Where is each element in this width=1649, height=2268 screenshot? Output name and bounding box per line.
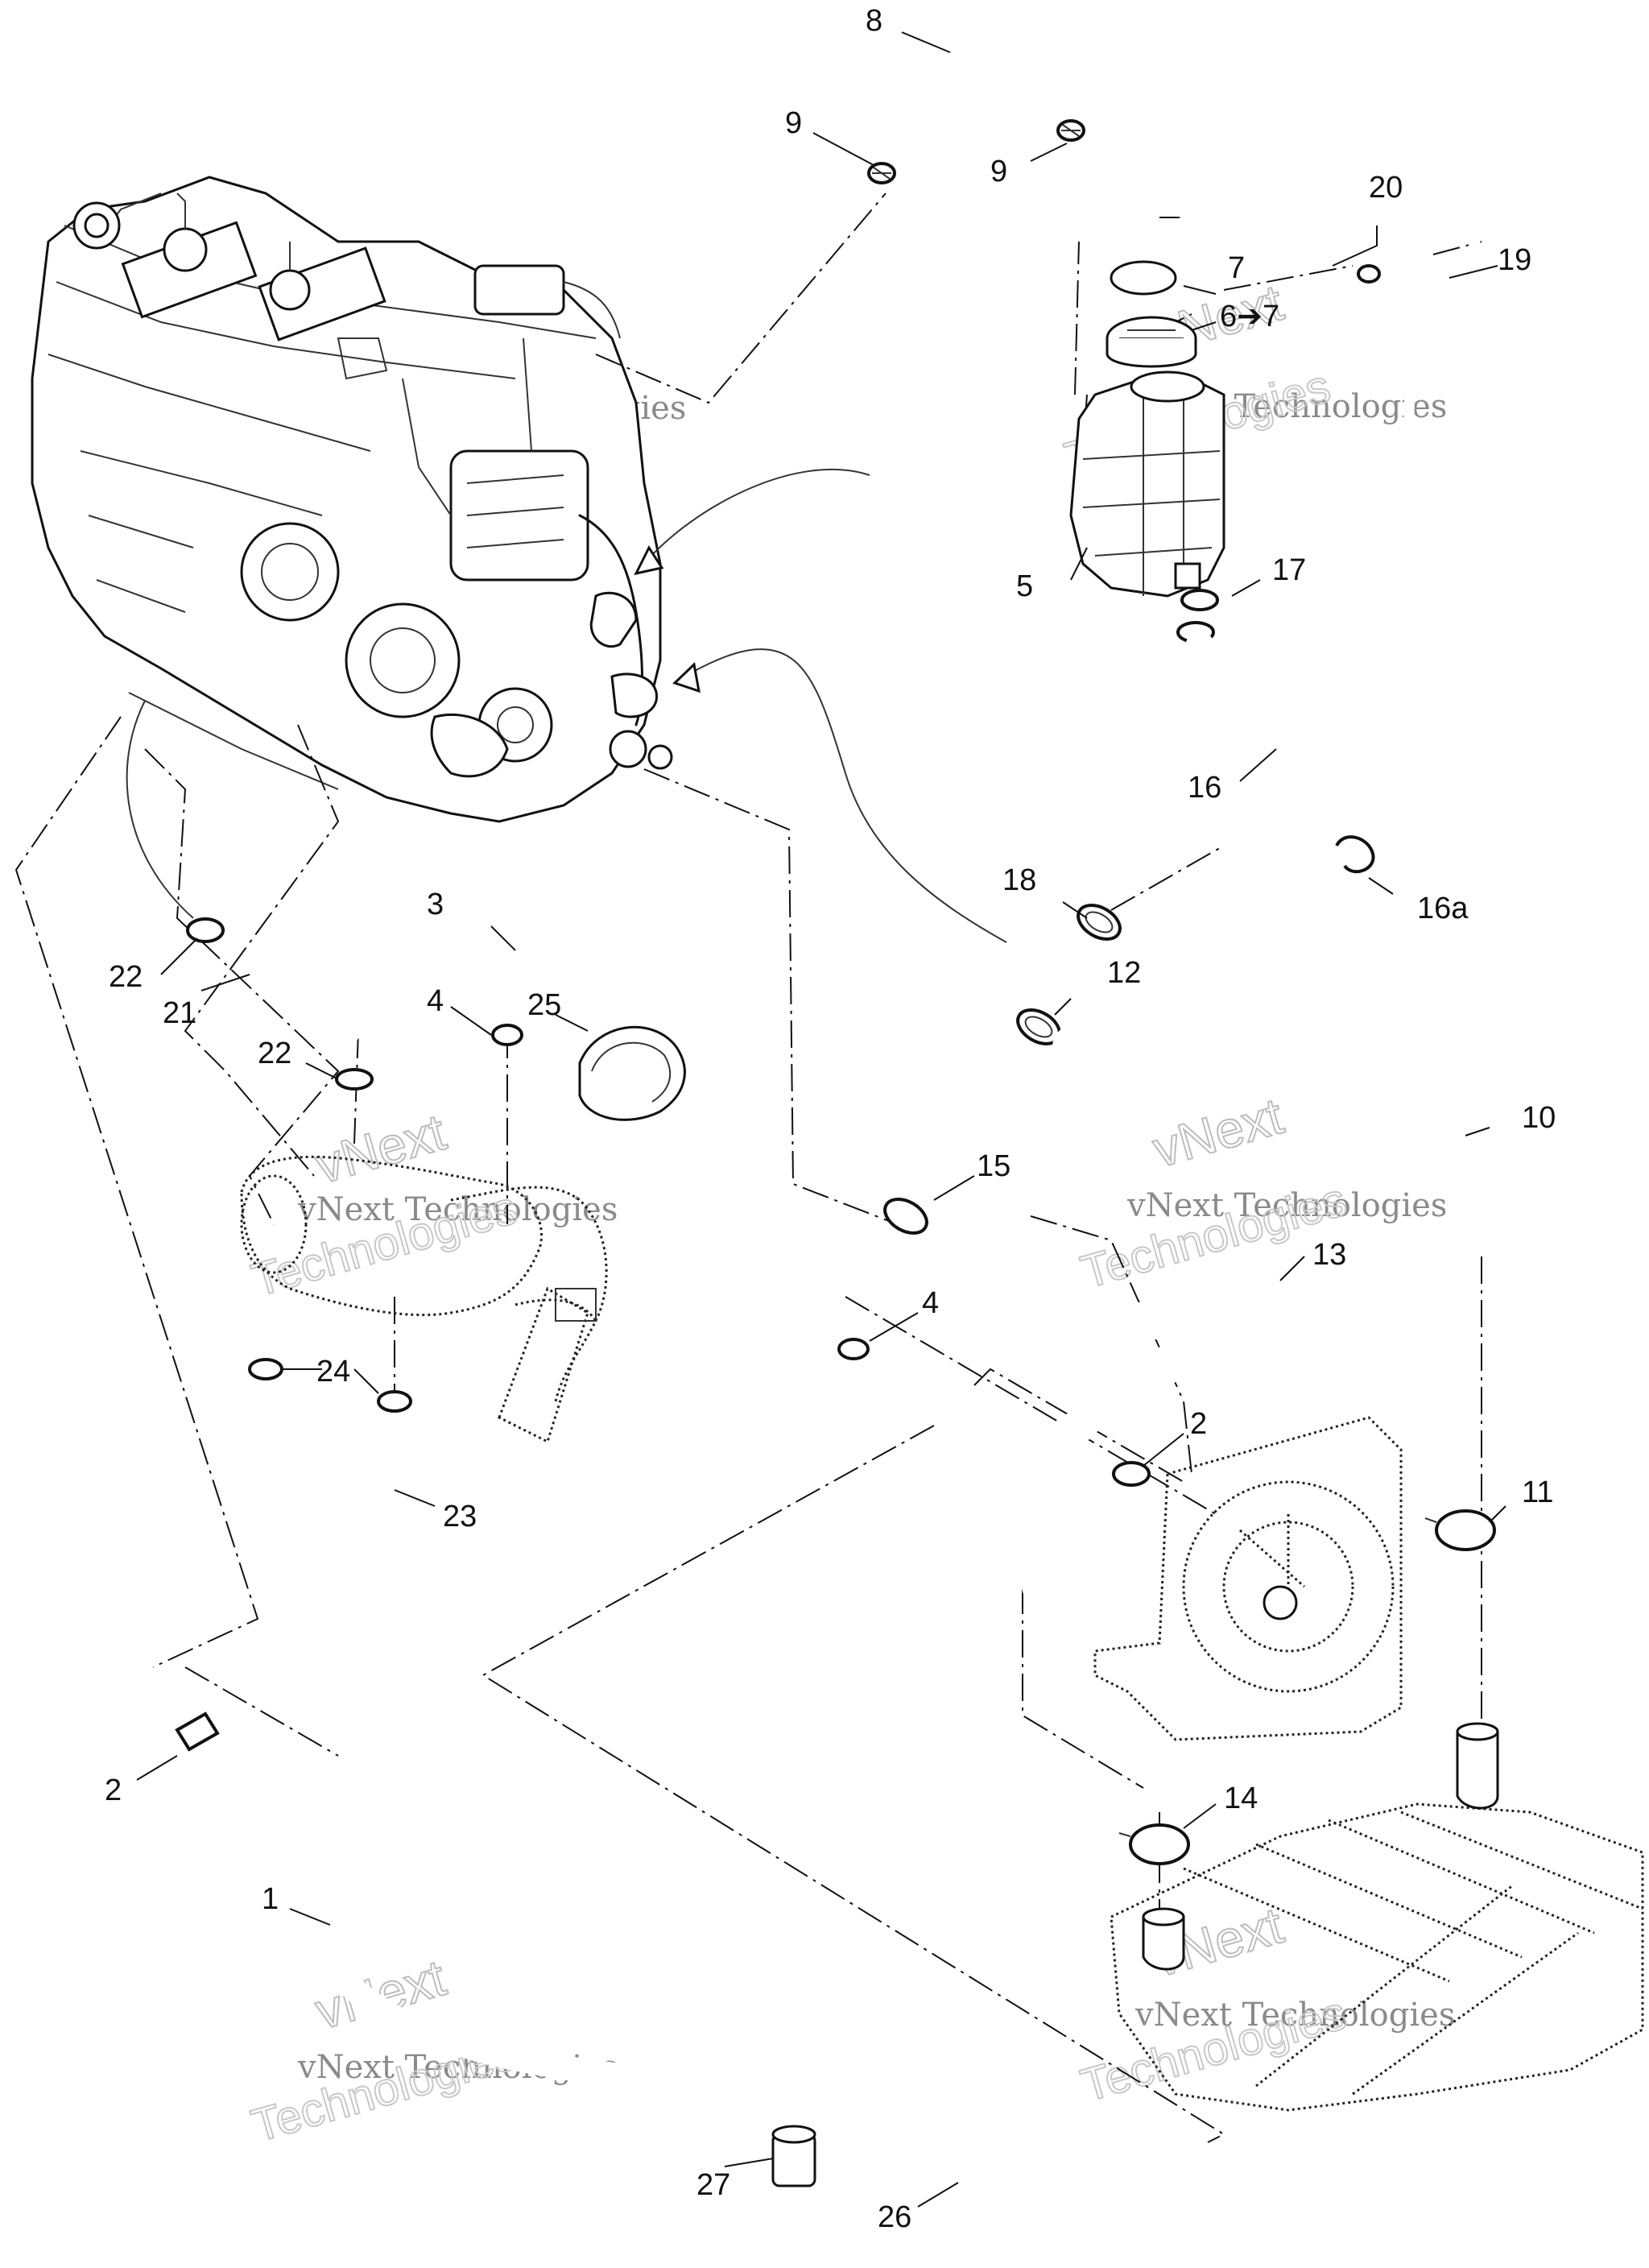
- callout-9-right: 9: [990, 155, 1007, 188]
- leader-lines: [136, 31, 1506, 2208]
- clamp-15: [883, 1198, 928, 1235]
- pump-housing: [1093, 1416, 1403, 1741]
- clamp-22-lower: [335, 1068, 374, 1091]
- callout-9-left: 9: [785, 106, 802, 140]
- callout-15: 15: [977, 1149, 1010, 1183]
- hose-3: [495, 938, 833, 1333]
- callout-2-lower: 2: [105, 1773, 122, 1807]
- clamp-14: [1118, 1823, 1190, 1865]
- callout-16a: 16a: [1417, 892, 1469, 925]
- clamp-24-left: [248, 1358, 283, 1380]
- flow-arrows: [126, 468, 1007, 943]
- callout-27: 27: [696, 2168, 730, 2202]
- callout-22-upper: 22: [109, 960, 143, 994]
- clamp-9-right: [1056, 119, 1085, 142]
- callout-11: 11: [1522, 1475, 1553, 1509]
- callout-24: 24: [316, 1355, 350, 1389]
- gasket-7: [1110, 260, 1177, 296]
- callout-7: 7: [1228, 251, 1245, 285]
- watermark-middle: vNext Technologies vNext Technologies vN…: [246, 1086, 1448, 1307]
- callout-23: 23: [443, 1500, 477, 1533]
- clamp-22-upper: [186, 917, 225, 943]
- gasket-25: [578, 1025, 686, 1121]
- hose-16: [1184, 631, 1374, 843]
- clamp-20: [1357, 264, 1381, 284]
- ride-plate-heat-exchanger: [1110, 1722, 1644, 2112]
- hose-21: [238, 955, 364, 1042]
- hose-8: [891, 20, 1219, 277]
- clamp-16a: [1335, 835, 1375, 874]
- clamp-2-lower: [175, 1711, 220, 1752]
- hose-13: [933, 1231, 1278, 1604]
- clamp-11: [1424, 1509, 1496, 1551]
- intake-manifold: [240, 1155, 608, 1444]
- callout-21: 21: [163, 996, 196, 1030]
- callout-5: 5: [1016, 569, 1033, 603]
- pressure-cap-6: [1106, 316, 1197, 368]
- expansion-tank: [1069, 370, 1225, 598]
- callout-26: 26: [878, 2200, 911, 2234]
- callout-22-lower: 22: [258, 1037, 291, 1070]
- svg-text:vNext Technologies: vNext Technologies: [1134, 1997, 1455, 2034]
- callout-25: 25: [527, 988, 561, 1022]
- hose-1: [209, 1760, 1091, 2154]
- callout-3: 3: [427, 888, 444, 921]
- callout-4-upper: 4: [427, 984, 444, 1018]
- callout-4-lower: 4: [922, 1286, 939, 1320]
- hose-26: [833, 2138, 1043, 2211]
- clamp-18: [1077, 904, 1122, 941]
- svg-text:vNext Technologies: vNext Technologies: [297, 1191, 618, 1228]
- clamp-9-left: [867, 162, 896, 184]
- clamp-2-upper: [1112, 1461, 1151, 1487]
- clamp-4-lower: [837, 1338, 870, 1360]
- hose-10: [1052, 1024, 1497, 1255]
- callout-14: 14: [1224, 1782, 1258, 1815]
- callout-1: 1: [262, 1882, 279, 1916]
- callout-18: 18: [1002, 863, 1036, 897]
- hose-19: [1403, 212, 1482, 811]
- callout-12: 12: [1107, 956, 1141, 990]
- sleeve-27: [771, 2125, 816, 2187]
- callout-2-upper: 2: [1190, 1407, 1207, 1441]
- callout-19: 19: [1498, 243, 1531, 277]
- callout-17: 17: [1272, 553, 1306, 587]
- clamp-24-right: [377, 1390, 412, 1413]
- engine-assembly: [31, 176, 673, 823]
- hose-23: [263, 1407, 409, 1492]
- callout-13: 13: [1312, 1238, 1346, 1272]
- clamp-4-upper: [491, 1024, 523, 1046]
- callout-6-to-7: 6➔7: [1220, 300, 1279, 333]
- callout-8: 8: [866, 4, 882, 38]
- callout-20: 20: [1369, 171, 1403, 205]
- assembly-alignment-lines: [14, 192, 1482, 2143]
- svg-text:vNext: vNext: [309, 1103, 452, 1194]
- callout-labels: 8 9 9 20 19 7 6➔7 5 17 16 16a 18 12 10 1…: [105, 4, 1556, 2234]
- svg-text:vNext Technologies: vNext Technologies: [1126, 1187, 1447, 1224]
- callout-10: 10: [1522, 1101, 1556, 1135]
- callout-16: 16: [1188, 771, 1221, 805]
